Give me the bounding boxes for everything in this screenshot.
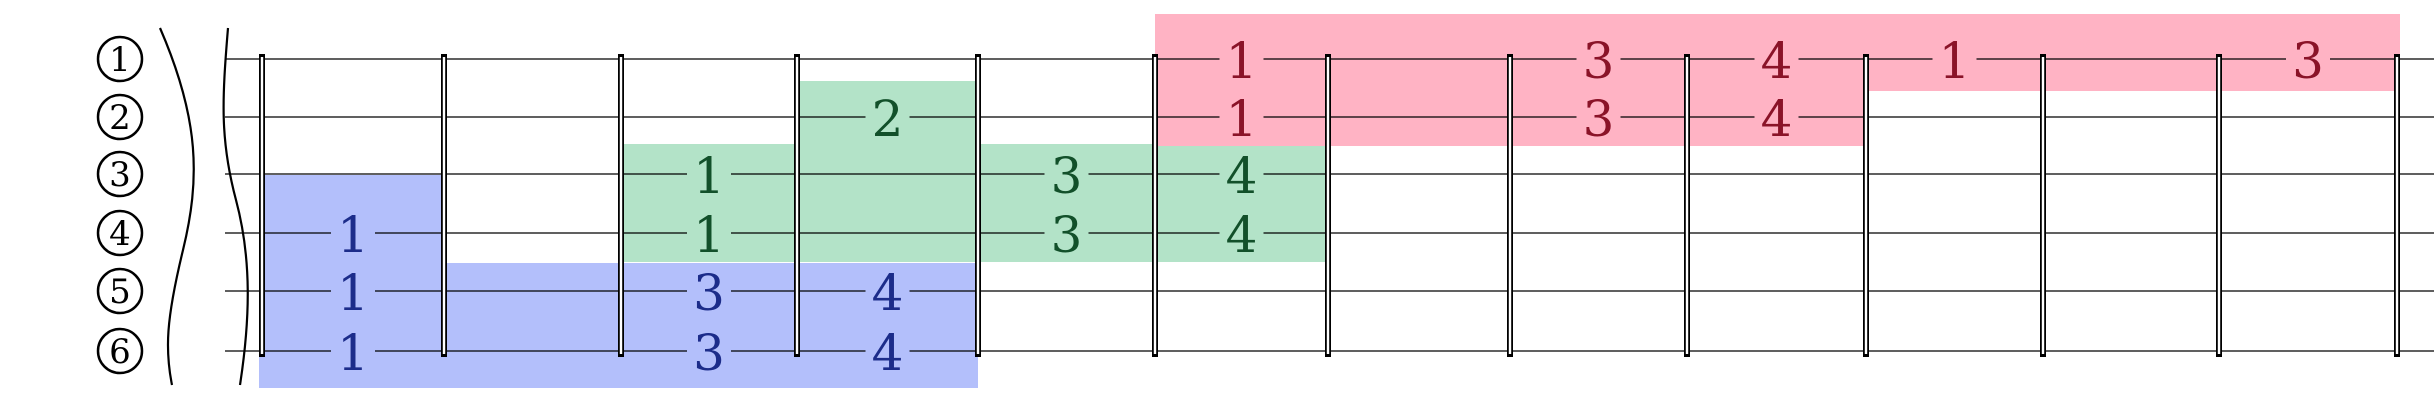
- finger-number: 3: [1044, 206, 1089, 264]
- svg-text:4: 4: [1761, 90, 1793, 148]
- finger-number: 2: [865, 90, 910, 148]
- svg-text:1: 1: [109, 40, 131, 80]
- svg-text:3: 3: [1051, 206, 1083, 264]
- svg-text:3: 3: [1583, 90, 1615, 148]
- svg-text:1: 1: [693, 206, 725, 264]
- svg-text:1: 1: [1939, 32, 1971, 90]
- nut-curve-right: [222, 27, 249, 386]
- string-label-3: 3: [96, 150, 144, 198]
- finger-number: 4: [865, 264, 910, 322]
- string-label-6: 6: [96, 327, 144, 375]
- finger-number: 4: [1219, 206, 1264, 264]
- svg-text:2: 2: [109, 98, 131, 138]
- finger-number: 1: [1932, 32, 1977, 90]
- finger-number: 4: [1219, 147, 1264, 205]
- svg-text:4: 4: [872, 264, 904, 322]
- finger-number: 1: [1219, 90, 1264, 148]
- string-labels: 1 2 3 4 5 6: [96, 35, 144, 375]
- svg-text:1: 1: [1226, 90, 1258, 148]
- svg-text:5: 5: [109, 272, 131, 312]
- svg-text:1: 1: [693, 147, 725, 205]
- finger-number: 1: [331, 264, 375, 322]
- frets: [259, 54, 2400, 357]
- string-label-4: 4: [96, 209, 144, 257]
- svg-text:4: 4: [1761, 32, 1793, 90]
- finger-number: 1: [331, 206, 375, 264]
- svg-text:1: 1: [337, 324, 369, 382]
- svg-text:4: 4: [1226, 147, 1258, 205]
- svg-text:1: 1: [337, 264, 369, 322]
- finger-number: 4: [1754, 90, 1799, 148]
- finger-number: 3: [687, 264, 731, 322]
- nut-curve-left: [158, 27, 195, 386]
- finger-number: 3: [687, 324, 731, 382]
- svg-text:1: 1: [337, 206, 369, 264]
- finger-number: 1: [1219, 32, 1264, 90]
- svg-text:4: 4: [872, 324, 904, 382]
- string-label-2: 2: [96, 93, 144, 141]
- finger-number: 3: [1576, 32, 1621, 90]
- svg-text:3: 3: [1583, 32, 1615, 90]
- svg-text:6: 6: [109, 332, 131, 372]
- finger-number: 3: [1044, 147, 1089, 205]
- finger-number: 1: [331, 324, 375, 382]
- svg-text:2: 2: [872, 90, 904, 148]
- svg-text:3: 3: [693, 324, 725, 382]
- svg-text:3: 3: [693, 264, 725, 322]
- finger-number: 1: [687, 147, 731, 205]
- finger-number: 4: [865, 324, 910, 382]
- svg-text:3: 3: [109, 155, 131, 195]
- svg-text:4: 4: [1226, 206, 1258, 264]
- string-label-1: 1: [96, 35, 144, 83]
- string-label-5: 5: [96, 267, 144, 315]
- svg-text:3: 3: [2292, 32, 2324, 90]
- finger-number: 1: [687, 206, 731, 264]
- finger-number: 3: [1576, 90, 1621, 148]
- region-red: [1155, 14, 2400, 146]
- svg-text:3: 3: [1051, 147, 1083, 205]
- nut: [158, 27, 249, 386]
- svg-text:1: 1: [1226, 32, 1258, 90]
- svg-text:4: 4: [109, 214, 131, 254]
- finger-number: 3: [2286, 32, 2330, 90]
- finger-number: 4: [1754, 32, 1799, 90]
